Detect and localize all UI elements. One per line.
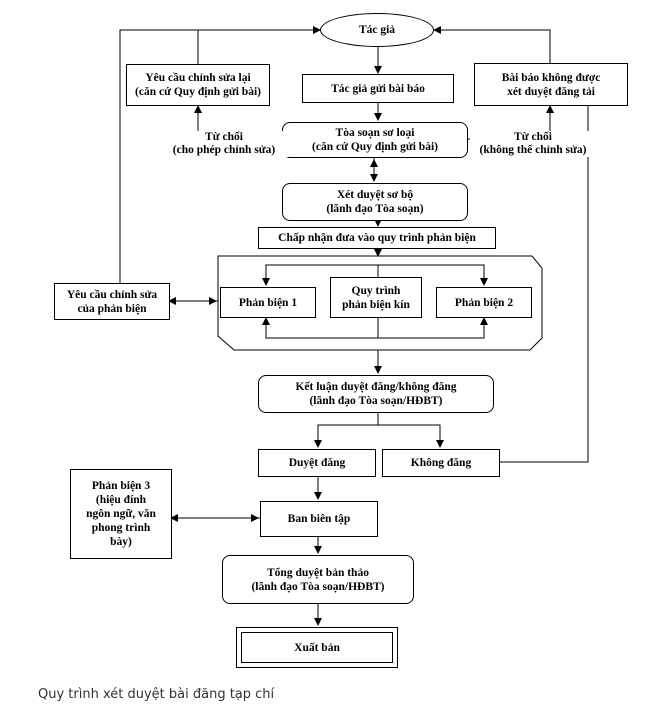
node-preliminary-review: Xét duyệt sơ bộ (lãnh đạo Tòa soạn)	[282, 183, 468, 221]
node-accept-review: Chấp nhận đưa vào quy trình phản biện	[258, 227, 496, 249]
edge-blind-r1-top	[262, 264, 379, 286]
edge-conclusion-rejected	[378, 424, 444, 448]
node-initial-screening: Tòa soạn sơ loại (căn cứ Quy định gửi bà…	[282, 122, 468, 158]
node-reviewer-1: Phản biện 1	[220, 287, 316, 318]
node-reviewer-2: Phản biện 2	[436, 287, 532, 318]
node-author-submits: Tác giả gửi bài báo	[302, 74, 454, 103]
node-revise-request: Yêu cầu chỉnh sửa lại (căn cứ Quy định g…	[126, 64, 270, 106]
review-process-diagram: Tác giả Tác giả gửi bài báo Yêu cầu chỉn…	[54, 13, 628, 668]
node-conclusion: Kết luận duyệt đăng/không đăng (lãnh đạo…	[258, 375, 494, 413]
edge-blind-r1-bottom	[262, 317, 379, 339]
edge-reviewerrevision-author	[119, 29, 198, 283]
node-reviewer-revision: Yêu cầu chỉnh sửa của phản biện	[54, 283, 170, 320]
edge-conclusion-split	[314, 413, 379, 448]
edge-blind-r2-top	[378, 264, 488, 286]
review-container-outline	[217, 255, 543, 351]
edge-blind-r2-bottom	[378, 317, 488, 339]
edge-notapproved-author	[433, 26, 551, 63]
node-reviewer-3: Phản biện 3 (hiệu đính ngôn ngữ, văn pho…	[70, 469, 172, 559]
node-not-approved: Bài báo không được xét duyệt đăng tải	[474, 63, 628, 106]
node-publish-inner: Xuất bản	[241, 632, 393, 663]
node-author: Tác giả	[320, 13, 434, 47]
edge-revise-author	[197, 26, 321, 64]
node-approved: Duyệt đăng	[258, 449, 376, 477]
edge-label-reject-not-revisable: Từ chối (không thể chỉnh sửa)	[470, 131, 596, 157]
node-publish: Xuất bản	[236, 627, 398, 668]
node-final-review: Tổng duyệt bản thảo (lãnh đạo Tòa soạn/H…	[222, 555, 414, 604]
edge-label-reject-revisable: Từ chối (cho phép chỉnh sửa)	[160, 131, 288, 157]
node-editorial-board: Ban biên tập	[260, 501, 378, 537]
diagram-caption: Quy trình xét duyệt bài đăng tạp chí	[38, 687, 275, 702]
node-blind-review: Quy trình phản biện kín	[330, 277, 422, 318]
node-rejected: Không đăng	[382, 449, 500, 477]
